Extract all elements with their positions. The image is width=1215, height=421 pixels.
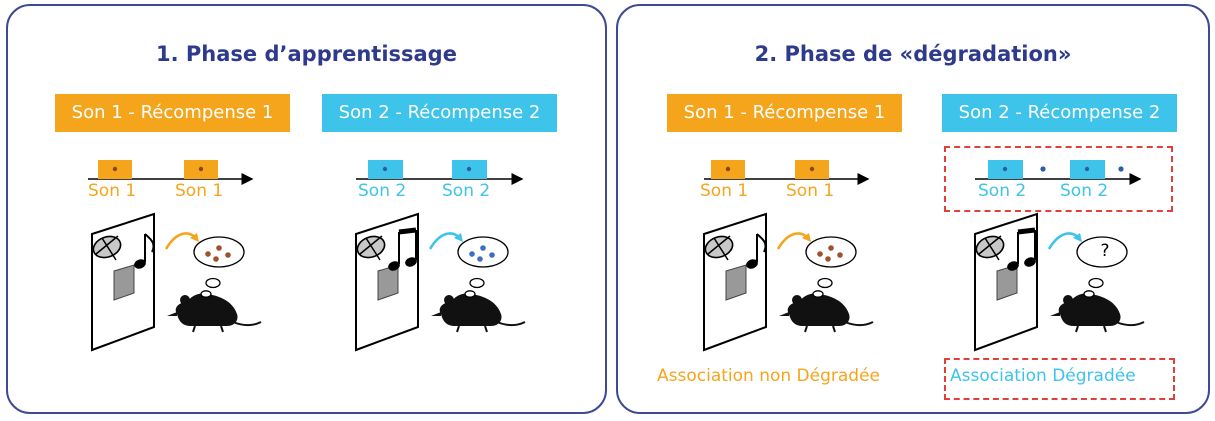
tone-label: Son 1 (88, 181, 137, 201)
tone-label: Son 1 (786, 181, 835, 201)
operant-scene-son2-degradation (972, 213, 1145, 351)
operant-scene-son2-learning (353, 213, 526, 351)
tone-label: Son 2 (442, 181, 491, 201)
timeline-son1-degradation (704, 160, 870, 185)
tone-label: Son 1 (700, 181, 749, 201)
association-intact-label: Association non Dégradée (657, 366, 881, 386)
operant-scene-son1-learning (89, 213, 262, 351)
non-contingent-reward (1040, 166, 1046, 172)
condition-label-son2-learning: Son 2 - Récompense 2 (322, 94, 557, 132)
association-degraded-label: Association Dégradée (950, 366, 1136, 386)
degradation-phase-title: 2. Phase de «dégradation» (754, 42, 1072, 66)
degradation-phase-panel: 2. Phase de «dégradation» (616, 4, 1210, 414)
condition-label-son1-learning: Son 1 - Récompense 1 (55, 94, 290, 132)
degraded-association-frame (944, 358, 1175, 400)
operant-scene-son1-degradation (701, 213, 874, 351)
tone-label: Son 1 (175, 181, 224, 201)
condition-label-son1-degradation: Son 1 - Récompense 1 (667, 94, 902, 132)
timeline-son2-degradation (975, 160, 1142, 185)
timeline-son1-learning (88, 160, 254, 185)
condition-label-son2-degradation: Son 2 - Récompense 2 (942, 94, 1177, 132)
uncertain-outcome-mark: ? (1100, 241, 1110, 261)
degraded-timeline-frame (944, 146, 1173, 212)
non-contingent-reward (1118, 166, 1124, 172)
tone-label: Son 2 (358, 181, 407, 201)
tone-label: Son 2 (1060, 181, 1109, 201)
tone-label: Son 2 (978, 181, 1027, 201)
learning-phase-title: 1. Phase d’apprentissage (156, 42, 457, 66)
timeline-son2-learning (356, 160, 524, 185)
